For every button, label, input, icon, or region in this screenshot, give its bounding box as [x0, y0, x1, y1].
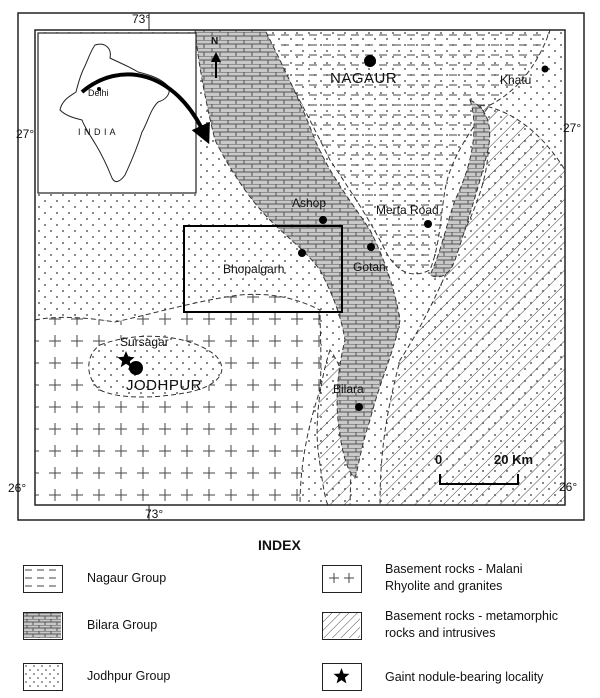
legend-label-jodhpur: Jodhpur Group: [87, 669, 171, 683]
legend-label-bilara: Bilara Group: [87, 618, 158, 632]
left-lat-bottom-label: 26°: [8, 481, 27, 495]
scale-start-label: 0: [435, 452, 443, 467]
nagaur-dot: [364, 55, 376, 67]
right-lat-top-label: 27°: [563, 121, 582, 135]
scale-end-label: 20 Km: [494, 452, 534, 467]
map-inner-frame: [34, 29, 566, 506]
basement-metamorphic-region: [379, 104, 566, 506]
jodhpur-dot: [129, 361, 143, 375]
jodhpur-island-dots: [88, 336, 222, 397]
bilara-dot: [355, 403, 363, 411]
ashop-dot: [319, 216, 327, 224]
india-inset: [37, 32, 210, 194]
legend-title: INDEX: [258, 537, 301, 553]
bhopalgarh-label: Bhopalgarh: [223, 262, 285, 276]
legend-swatch-nagaur: [23, 565, 63, 593]
scale-bar: [439, 474, 519, 485]
khatu-dot: [541, 65, 549, 73]
north-arrow: [211, 52, 221, 78]
legend-swatch-metamorphic: [322, 612, 362, 640]
sursagar-label: Sursagar: [120, 335, 169, 349]
gotan-label: Gotan: [353, 260, 386, 274]
legend-label-malani-line1: Basement rocks - Malani: [385, 562, 523, 576]
nagaur-group-region: [259, 29, 551, 275]
gotan-dot: [367, 243, 375, 251]
merta-road-label: Merta Road: [376, 203, 439, 217]
delhi-dot: [97, 87, 101, 91]
legend-swatch-malani: [322, 565, 362, 593]
bilara-group-region: [194, 29, 401, 479]
top-longitude-label: 73°: [132, 12, 151, 26]
legend-label-metamorphic-line1: Basement rocks - metamorphic: [385, 609, 558, 623]
sursagar-star-icon: [117, 351, 135, 368]
study-area-rectangle: [183, 225, 343, 313]
bhopalgarh-dot: [298, 249, 306, 257]
legend-label-star: Gaint nodule-bearing locality: [385, 670, 544, 684]
right-lat-bottom-label: 26°: [559, 480, 578, 494]
legend-swatch-star: [322, 663, 362, 691]
inset-arrow: [80, 72, 210, 145]
geological-map: [17, 12, 585, 521]
legend-label-metamorphic-line2: rocks and intrusives: [385, 626, 496, 640]
legend-swatch-jodhpur: [23, 663, 63, 691]
legend-label-malani-line2: Rhyolite and granites: [385, 579, 503, 593]
merta-road-dot: [424, 220, 432, 228]
bottom-longitude-label: 73°: [145, 507, 164, 521]
north-label: N: [211, 36, 219, 47]
delhi-label: Delhi: [88, 88, 109, 98]
legend-swatch-bilara: [23, 612, 63, 640]
india-label: I N D I A: [78, 127, 117, 137]
bilara-group-region-east: [429, 99, 491, 278]
left-lat-top-label: 27°: [16, 127, 35, 141]
basement-malani-region-pattern: [34, 293, 322, 506]
bilara-label: Bilara: [333, 382, 364, 396]
legend-label-nagaur: Nagaur Group: [87, 571, 167, 585]
jodhpur-label: JODHPUR: [126, 377, 203, 394]
india-outline: [59, 43, 170, 183]
ashop-label: Ashop: [292, 196, 327, 210]
nagaur-label: NAGAUR: [330, 70, 398, 87]
khatu-label: Khatu: [500, 73, 532, 87]
